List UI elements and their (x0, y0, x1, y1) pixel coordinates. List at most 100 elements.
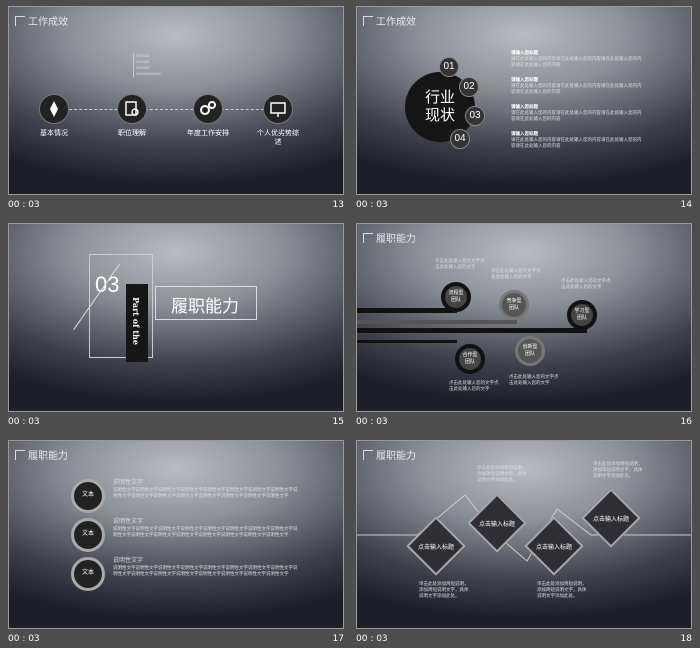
bracket-icon (15, 15, 25, 26)
item-heading: 请输入您标题 (511, 131, 538, 136)
sub-item: xxxxxx (136, 53, 150, 58)
gears-icon (193, 94, 223, 124)
bar-line (357, 340, 457, 343)
diamond-note: 单击此处添加简短说明，添加简短说明文字，具体说明文字添加此处。 (419, 581, 469, 598)
row-body: 说明性文字说明性文字说明性文字说明性文字说明性文字说明性文字说明性文字说明性文字… (113, 565, 298, 576)
row-heading: 说明性文字 (113, 558, 144, 564)
badge-02: 02 (459, 77, 479, 97)
slide-number: 15 (332, 417, 344, 427)
badge-03: 03 (465, 106, 485, 126)
slide-duration: 00 : 03 (8, 634, 40, 644)
team-circle: 竞争型团队 (499, 290, 529, 320)
slide-thumbnail-17[interactable]: 履职能力 文本 文本 文本 说明性文字说明性文字说明性文字说明性文字说明性文字说… (8, 440, 344, 629)
diamond-note: 单击此处添加简短说明，添加简短说明文字，具体说明文字添加此处。 (477, 465, 527, 482)
slide-thumbnail-14[interactable]: 工作成效 行业现状 01 02 03 04 请输入您标题请在此处输入您的内容请在… (356, 6, 692, 195)
sub-item-list: xxxxxx xxxxxx xxxxxx xxxxxxxxxxx (133, 53, 161, 77)
slide-number: 14 (680, 200, 692, 210)
row-heading: 说明性文字 (113, 519, 144, 525)
team-note: 点击此处输入您的文字点击此处输入您的文字 (491, 268, 541, 279)
node-label: 年度工作安排 (187, 130, 229, 137)
row-badge: 文本 (71, 479, 105, 513)
item-list: 请输入您标题请在此处输入您的内容请在此处输入您的内容请在此处输入您的内容请在此处… (511, 50, 643, 149)
node-label: 职位理解 (118, 130, 146, 137)
row-text: 说明性文字说明性文字说明性文字说明性文字说明性文字说明性文字说明性文字说明性文字… (113, 479, 299, 499)
slide-footer: 00 : 03 14 (356, 198, 692, 214)
team-note: 点击此处输入您的文字点击此处输入您的文字 (561, 278, 611, 289)
badge-04: 04 (450, 129, 470, 149)
diamond-title: 点击输入标题 (535, 545, 572, 551)
row-text: 说明性文字说明性文字说明性文字说明性文字说明性文字说明性文字说明性文字说明性文字… (113, 557, 299, 577)
row-body: 说明性文字说明性文字说明性文字说明性文字说明性文字说明性文字说明性文字说明性文字… (113, 526, 298, 537)
row-heading: 说明性文字 (113, 480, 144, 486)
item-text: 请在此处输入您的内容请在此处输入您的内容请在此处输入您的内容请在此处输入您的内容 (511, 83, 642, 94)
slide-title: 履职能力 (376, 234, 416, 245)
slide-number: 17 (332, 634, 344, 644)
part-label: Part of the (131, 297, 141, 345)
diamond-title: 点击输入标题 (417, 545, 454, 551)
slide-title: 履职能力 (28, 451, 68, 462)
diamond-title: 点击输入标题 (478, 522, 515, 528)
section-title-box (155, 286, 257, 320)
slide-footer: 00 : 03 18 (356, 632, 692, 648)
slide-thumbnail-16[interactable]: 履职能力 流程型团队 竞争型团队 学习型团队 创新型团队 合作型团队 点击此处输… (356, 223, 692, 412)
bar-line (357, 308, 457, 313)
node-label: 基本情况 (40, 130, 68, 137)
sub-item: xxxxxxxxxxx (136, 71, 161, 76)
bar-line (357, 328, 587, 333)
sub-item: xxxxxx (136, 65, 150, 70)
row-badge: 文本 (71, 557, 105, 591)
slide-thumbnail-13[interactable]: 工作成效 xxxxxx xxxxxx xxxxxx xxxxxxxxxxx 基本… (8, 6, 344, 195)
bracket-icon (363, 232, 373, 243)
item-heading: 请输入您标题 (511, 104, 538, 109)
team-circle: 合作型团队 (455, 344, 485, 374)
row-body: 说明性文字说明性文字说明性文字说明性文字说明性文字说明性文字说明性文字说明性文字… (113, 487, 298, 498)
center-text: 行业现状 (424, 89, 455, 124)
team-circle: 学习型团队 (567, 300, 597, 330)
item-text: 请在此处输入您的内容请在此处输入您的内容请在此处输入您的内容请在此处输入您的内容 (511, 56, 642, 67)
part-label-box (126, 284, 148, 362)
pen-icon (39, 94, 69, 124)
diamond-title: 点击输入标题 (592, 517, 629, 523)
bracket-icon (15, 449, 25, 460)
presentation-icon (263, 94, 293, 124)
bracket-icon (363, 449, 373, 460)
slide-title: 工作成效 (376, 17, 416, 28)
team-note: 点击此处输入您的文字点击此处输入您的文字 (509, 374, 559, 385)
item-heading: 请输入您标题 (511, 77, 538, 82)
slide-number: 18 (680, 634, 692, 644)
row-text: 说明性文字说明性文字说明性文字说明性文字说明性文字说明性文字说明性文字说明性文字… (113, 518, 299, 538)
badge-01: 01 (439, 57, 459, 77)
slide-header: 履职能力 (363, 230, 416, 245)
bar-line (357, 320, 517, 324)
section-title: 履职能力 (171, 297, 239, 316)
search-doc-icon (117, 94, 147, 124)
slide-title: 工作成效 (28, 17, 68, 28)
slide-thumbnail-15[interactable]: 03 Part of the 履职能力 (8, 223, 344, 412)
item-text: 请在此处输入您的内容请在此处输入您的内容请在此处输入您的内容请在此处输入您的内容 (511, 110, 642, 121)
bracket-icon (363, 15, 373, 26)
diamond-note: 单击此处添加简短说明，添加简短说明文字，具体说明文字添加此处。 (537, 581, 587, 598)
slide-thumbnail-18[interactable]: 履职能力 点击输入标题 点击输入标题 点击输入标题 点击输入标题 单击此处添加简… (356, 440, 692, 629)
slide-header: 工作成效 (15, 13, 68, 28)
diamond-note: 单击此处添加简短说明，添加简短说明文字，具体说明文字添加此处。 (593, 461, 643, 478)
slide-duration: 00 : 03 (356, 634, 388, 644)
slide-footer: 00 : 03 15 (8, 415, 344, 431)
slide-duration: 00 : 03 (356, 200, 388, 210)
row-badge: 文本 (71, 518, 105, 552)
slide-header: 履职能力 (363, 447, 416, 462)
item-text: 请在此处输入您的内容请在此处输入您的内容请在此处输入您的内容请在此处输入您的内容 (511, 137, 642, 148)
slide-duration: 00 : 03 (8, 200, 40, 210)
slide-number: 16 (680, 417, 692, 427)
timeline-line (54, 109, 279, 110)
team-note: 点击此处输入您的文字点击此处输入您的文字 (435, 258, 485, 269)
item-heading: 请输入您标题 (511, 50, 538, 55)
slide-header: 工作成效 (363, 13, 416, 28)
slide-duration: 00 : 03 (8, 417, 40, 427)
slide-footer: 00 : 03 17 (8, 632, 344, 648)
slide-header: 履职能力 (15, 447, 68, 462)
sub-item: xxxxxx (136, 59, 150, 64)
team-note: 点击此处输入您的文字点击此处输入您的文字 (449, 380, 499, 391)
slide-title: 履职能力 (376, 451, 416, 462)
node-label: 个人优劣势综述 (257, 130, 299, 146)
